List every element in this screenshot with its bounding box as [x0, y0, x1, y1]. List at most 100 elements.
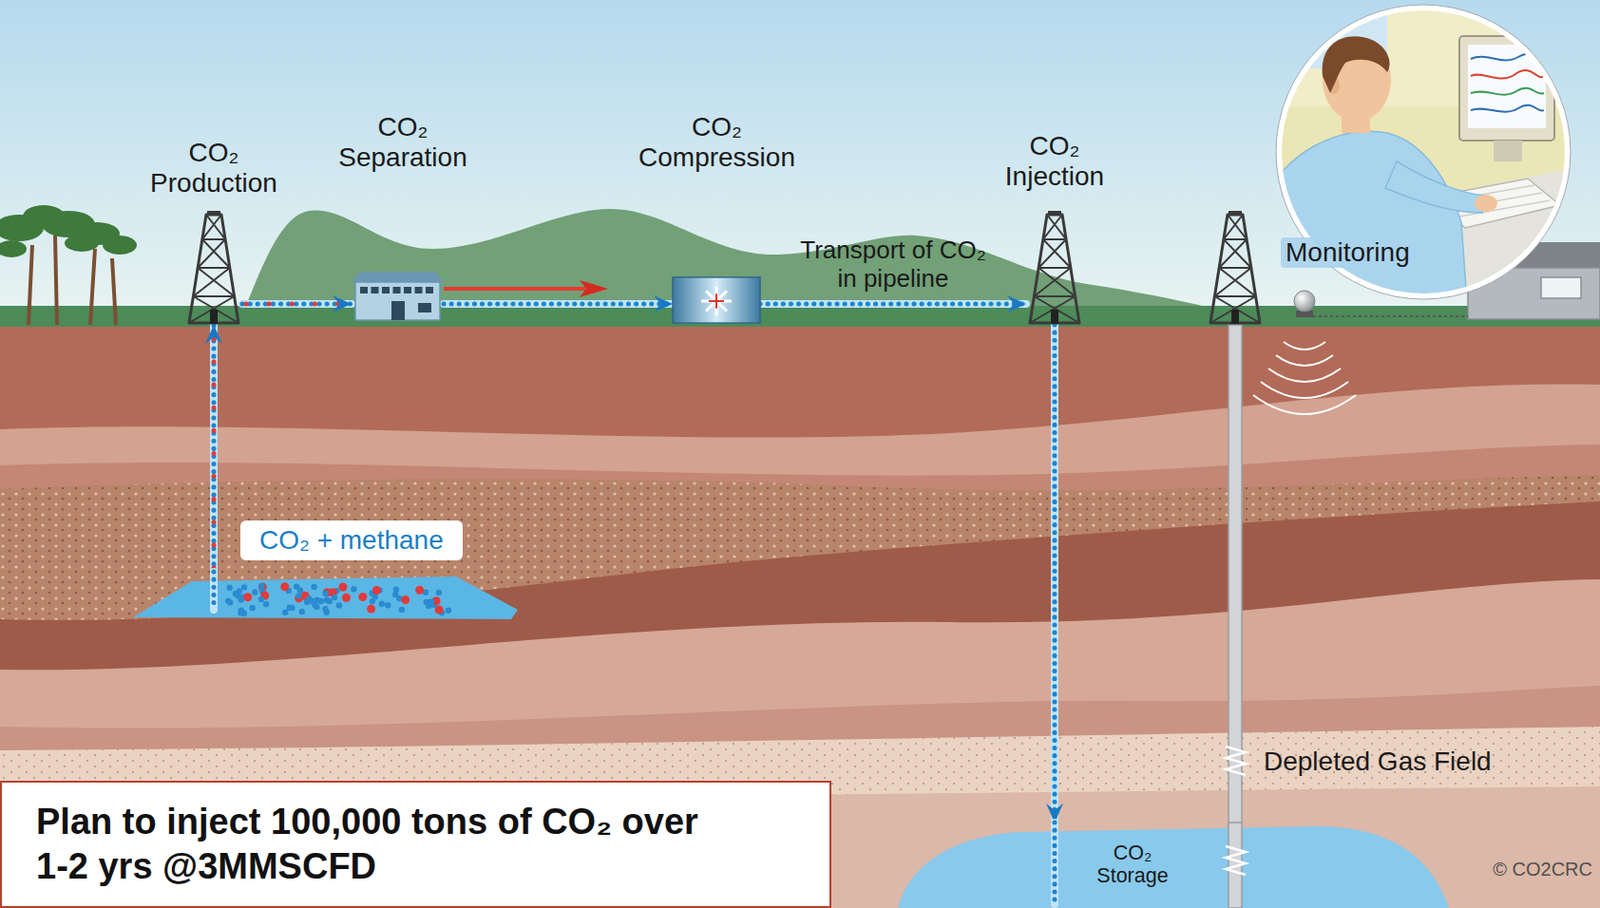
reservoir-pool-part [280, 582, 289, 591]
derrick-part [1050, 309, 1059, 324]
arrow-head [653, 295, 673, 313]
storage-pool [897, 822, 1449, 908]
rock-layers-part [0, 326, 1600, 908]
production-well: CO₂ Production [137, 137, 290, 325]
reservoir-pool-part [263, 601, 269, 608]
derrick-part [1029, 214, 1080, 324]
node-label: Plan to inject 100,000 tons of CO₂ over … [36, 782, 721, 890]
storage-pool-part [1225, 846, 1246, 876]
reservoir-pool-part [392, 591, 399, 598]
plant-building-part [351, 271, 444, 283]
plant-building-part [391, 301, 405, 321]
edge-label: Transport of CO₂ in pipeline [798, 235, 989, 293]
co2-dots [242, 302, 352, 307]
reservoir-pool-part [322, 606, 328, 612]
monitoring-circle-part-part [1470, 70, 1544, 79]
sky [0, 0, 1600, 327]
reservoir-pool-part [428, 598, 435, 605]
rock-layers-part [0, 475, 1600, 908]
methane-dots [211, 324, 217, 572]
derrick [1210, 210, 1260, 324]
reservoir-pool-part [372, 586, 381, 595]
reservoir-pool-part [436, 590, 442, 596]
storage-pool [897, 822, 1449, 908]
plant-building-part [360, 286, 368, 294]
plant-building-part [393, 286, 401, 294]
reservoir-pool-part [249, 605, 256, 611]
monitoring-circle-part-part [1493, 140, 1523, 162]
plant-building-part [415, 286, 423, 294]
monitoring-circle-part-part [1474, 194, 1498, 212]
storage-pool-part [1052, 822, 1058, 905]
arrow-head [332, 295, 352, 313]
reservoir-pool-part [237, 609, 244, 616]
reservoir-pool-part [295, 592, 302, 599]
reservoir-pool-part [258, 583, 265, 590]
reservoir-pool-part [342, 593, 351, 603]
monitoring-circle-part-part [1385, 161, 1485, 213]
reservoir-pool-part [358, 592, 367, 602]
compressor-tank-part [708, 293, 724, 308]
plant-building-part [425, 286, 434, 294]
derrick-part [1210, 214, 1260, 324]
storage-pool-part [1050, 822, 1059, 905]
arrow-head [205, 324, 223, 344]
reservoir-pool-part [294, 593, 304, 603]
pipe-line [242, 300, 352, 308]
reservoir-pool-part [400, 595, 410, 605]
seismic-sensor [1253, 290, 1468, 415]
rock-layers-part [0, 444, 1600, 908]
methane-line-part [579, 280, 609, 298]
rock-layers-part [0, 384, 1600, 908]
monitoring-well-part [1228, 324, 1242, 908]
monitoring-circle-part-part [1459, 36, 1555, 141]
plant-building-part [381, 286, 390, 294]
derrick-part [1047, 210, 1062, 216]
reservoir-pool-part [227, 599, 233, 606]
methane-dots [242, 302, 352, 307]
plant-building [351, 268, 444, 321]
trees-part [64, 234, 99, 252]
node-label: CO₂ Compression [624, 112, 810, 173]
pipeline-connector [760, 295, 1027, 313]
rock-layers [0, 326, 1600, 908]
co2-dots [211, 324, 217, 572]
reservoir-pool-part [399, 607, 405, 613]
derrick-part [189, 214, 239, 324]
plant-building [351, 268, 444, 321]
derrick [185, 210, 243, 325]
pipeline-connector [443, 295, 673, 313]
reservoir-pool-part [326, 598, 333, 605]
pipe-line [209, 324, 218, 572]
reservoir-pool-part [322, 590, 328, 597]
reservoir-pool-part [305, 595, 312, 602]
reservoir-pool-part [331, 594, 338, 601]
monitoring-circle-part-part [1470, 105, 1544, 113]
rock-layers-part [0, 475, 1600, 908]
node-label: CO₂ Injection [988, 131, 1122, 192]
copyright-watermark: © CO2CRC [1492, 857, 1593, 881]
reservoir-pool-part [313, 597, 320, 604]
plan-note: Plan to inject 100,000 tons of CO₂ over … [0, 780, 832, 908]
copyright-watermark-holder: © CO2CRC [1492, 857, 1593, 881]
pipe-line [760, 300, 1027, 308]
compression-unit: CO₂ Compression [624, 112, 810, 325]
storage-pool-part [897, 826, 1449, 908]
seismic-sensor-part [1313, 315, 1468, 318]
trees-part [0, 240, 27, 258]
derrick [1026, 210, 1084, 325]
reservoir-pool-part [372, 593, 379, 600]
reservoir-pool-part [211, 571, 217, 610]
co2-storage: CO₂ Storage [897, 822, 1449, 908]
co2-dots [1052, 324, 1058, 823]
seismic-sensor-part [1294, 290, 1315, 312]
reservoir-pool-part [379, 601, 385, 608]
reservoir-pool-part [339, 583, 348, 592]
reservoir-pool-part [415, 586, 424, 595]
rock-layers-part [0, 501, 1600, 908]
node-label: CO₂ Production [137, 137, 290, 199]
injection-well: CO₂ Injection [988, 131, 1122, 325]
reservoir-pool-part [336, 602, 343, 609]
edge-label-holder: Transport of CO₂ in pipeline [798, 235, 989, 293]
